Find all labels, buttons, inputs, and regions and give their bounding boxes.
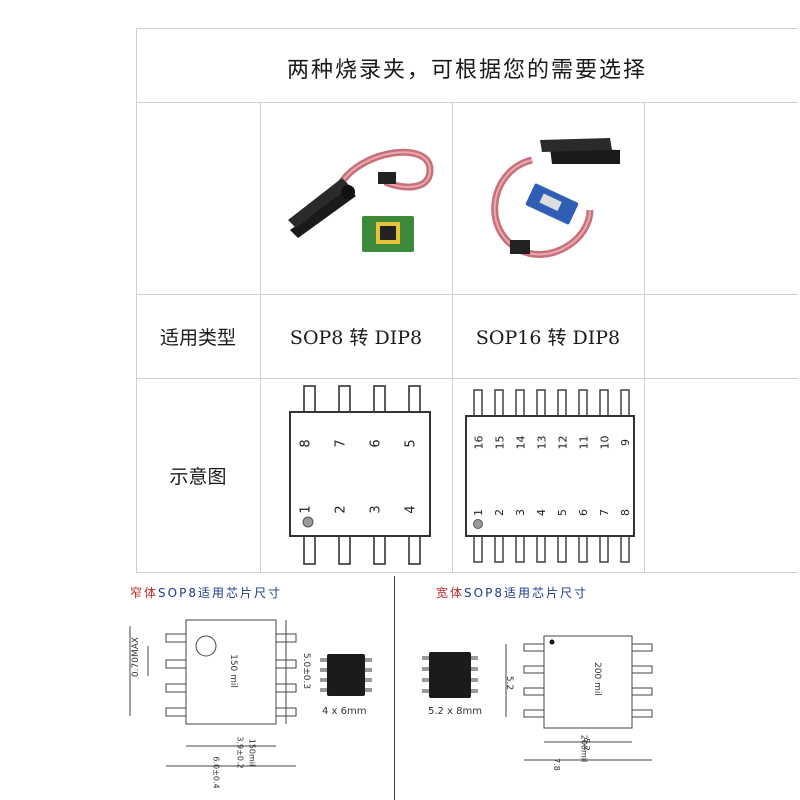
sop8-pin-6: 6	[368, 439, 384, 448]
narrow-dim-150: 150mil	[247, 738, 257, 767]
grid-line-4	[136, 572, 798, 573]
narrow-caption-prefix: 窄体	[130, 586, 159, 600]
sop16-pin-14: 14	[514, 435, 528, 450]
sop16-pin-numbers-top: 16 15 14 13 12 11 10 9 1 2 3 4 5 6 7 8	[462, 388, 638, 566]
sop8-outline	[289, 385, 431, 565]
sop8-pin-8: 8	[298, 439, 314, 448]
sop16-outline	[465, 389, 635, 563]
sop16-pin-15: 15	[493, 435, 507, 450]
narrow-chip-photo	[318, 650, 374, 700]
sop16-pin-12: 12	[556, 435, 570, 450]
sop8-pin-1: 1	[298, 505, 314, 514]
wide-caption-rest: SOP8适用芯片尺寸	[464, 586, 588, 600]
narrow-dim-inner: 3.9±0.2	[235, 736, 245, 769]
sop16-pin-7: 7	[598, 509, 611, 516]
narrow-sop8-drawing: 150 mil 5.0±0.3 0.70MAX 3.9±0.2 150mil 6…	[120, 616, 311, 792]
type-sop8: SOP8 转 DIP8	[289, 326, 423, 349]
grid-col-1	[260, 102, 261, 573]
sop16-clip-photo	[470, 120, 640, 280]
row-label-type: 适用类型	[159, 326, 236, 349]
type-sop16: SOP16 转 DIP8	[475, 326, 621, 349]
page-title: 两种烧录夹，可根据您的需要选择	[286, 58, 647, 83]
wide-dim-bottom: 7.8	[551, 758, 561, 771]
wide-dim-200: 200mil	[579, 734, 589, 763]
sop16-pin-8: 8	[619, 509, 632, 516]
sop16-pin-5: 5	[556, 509, 569, 516]
grid-line-2	[136, 294, 798, 295]
sop16-pin-4: 4	[535, 509, 548, 516]
wide-mil: 200 mil	[591, 662, 602, 696]
sop16-pin-13: 13	[535, 435, 549, 450]
sop16-pin-16: 16	[472, 435, 486, 450]
sop8-pin-4: 4	[403, 505, 419, 514]
wide-dim-side: 5.2	[504, 675, 515, 691]
sop8-pin-5: 5	[403, 439, 419, 448]
wide-sop8-drawing: 200 mil 5.2 5.2 200mil 7.8	[500, 632, 680, 792]
sop16-pin-9: 9	[619, 439, 632, 446]
narrow-dim-max: 0.70MAX	[131, 636, 142, 678]
wide-caption-prefix: 宽体	[436, 586, 465, 600]
narrow-dim-right: 5.0±0.3	[301, 652, 312, 690]
grid-line-top	[136, 28, 798, 29]
narrow-dim-bottom: 6.0±0.4	[211, 756, 221, 789]
sop8-pin-3: 3	[368, 505, 384, 514]
wide-chip-photo	[420, 648, 480, 702]
sop16-pin-11: 11	[577, 435, 591, 450]
sop8-pin-7: 7	[333, 439, 349, 448]
sop16-pin-6: 6	[577, 509, 590, 516]
wide-size: 5.2 x 8mm	[428, 706, 483, 717]
grid-col-3	[644, 102, 645, 573]
narrow-size: 4 x 6mm	[322, 706, 367, 717]
sop8-pin-2: 2	[333, 505, 349, 514]
row-label-diagram: 示意图	[169, 465, 227, 488]
sop16-pin-3: 3	[514, 509, 527, 516]
sop16-diagram	[462, 388, 638, 566]
grid-col-2	[452, 102, 453, 573]
narrow-mil: 150 mil	[227, 654, 238, 688]
sop8-clip-photo	[270, 130, 450, 280]
grid-col-0	[136, 28, 137, 573]
narrow-caption-rest: SOP8适用芯片尺寸	[158, 586, 282, 600]
section-divider	[394, 576, 395, 800]
sop16-pin-1: 1	[472, 509, 485, 516]
sop16-pin-10: 10	[598, 435, 612, 450]
sop8-diagram: 8 7 6 5 1 2 3 4	[282, 384, 436, 568]
wide-caption: 宽体SOP8适用芯片尺寸	[436, 584, 588, 601]
grid-line-3	[136, 378, 798, 379]
narrow-caption: 窄体SOP8适用芯片尺寸	[130, 584, 282, 601]
grid-line-1	[136, 102, 798, 103]
sop16-pin-2: 2	[493, 509, 506, 516]
